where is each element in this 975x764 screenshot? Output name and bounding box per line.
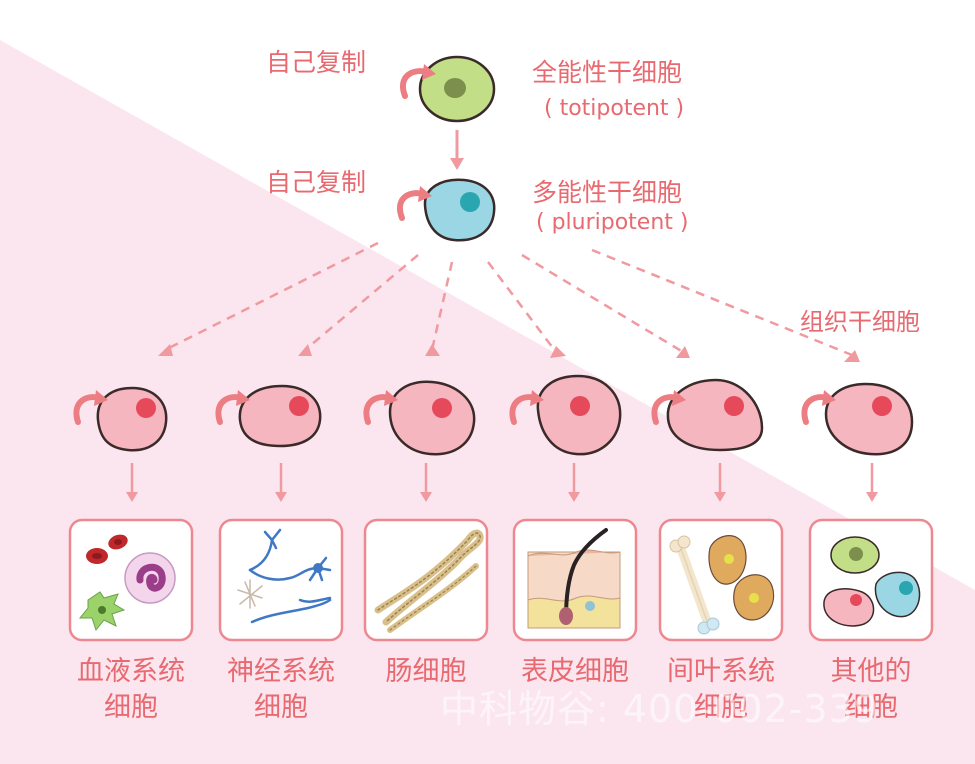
self-renew-arrowhead-1 [422, 64, 436, 80]
watermark: 中科物谷: 400-002-339 [440, 687, 879, 731]
other-cells-icon [823, 536, 921, 627]
tissue-stem-cells [73, 374, 914, 456]
arrowhead-down-top [450, 158, 464, 170]
tissue-cell-6 [801, 382, 914, 456]
totipotent-subtitle: ( totipotent ) [544, 96, 685, 121]
pluripotent-title: 多能性干细胞 [532, 178, 683, 207]
tissue-cell-4 [509, 374, 622, 456]
tissue-cell-2 [215, 384, 322, 448]
intestine-icon [374, 529, 484, 633]
pluripotent-cell [423, 178, 496, 242]
tissue-stem-cell-label: 组织干细胞 [800, 308, 920, 336]
self-renew-label-2: 自己复制 [266, 168, 367, 197]
self-renew-arrowhead-2 [418, 186, 432, 202]
pluripotent-subtitle: ( pluripotent ) [536, 210, 689, 235]
totipotent-title: 全能性干细胞 [532, 58, 683, 87]
category-label-epidermis: 表皮细胞 [521, 656, 629, 687]
category-label-intestine: 肠细胞 [385, 656, 467, 687]
bone-cells-icon [669, 535, 775, 635]
category-label-blood: 血液系统细胞 [77, 656, 185, 723]
category-label-nerve: 神经系统细胞 [227, 656, 335, 723]
tissue-cell-3 [363, 380, 476, 456]
category-label-mesenchymal: 间叶系统细胞 [667, 656, 775, 723]
self-renew-label-1: 自己复制 [266, 48, 367, 77]
category-label-other: 其他的细胞 [830, 656, 912, 723]
totipotent-cell [418, 55, 496, 123]
down-arrows [126, 463, 878, 502]
tissue-cell-5 [651, 378, 764, 452]
skin-hair-icon [527, 528, 621, 629]
blood-cells-icon [78, 534, 176, 632]
tissue-cell-1 [73, 386, 168, 452]
differentiation-arrowheads [158, 344, 860, 362]
neuron-icon [237, 528, 332, 624]
differentiation-arrows [164, 241, 853, 357]
